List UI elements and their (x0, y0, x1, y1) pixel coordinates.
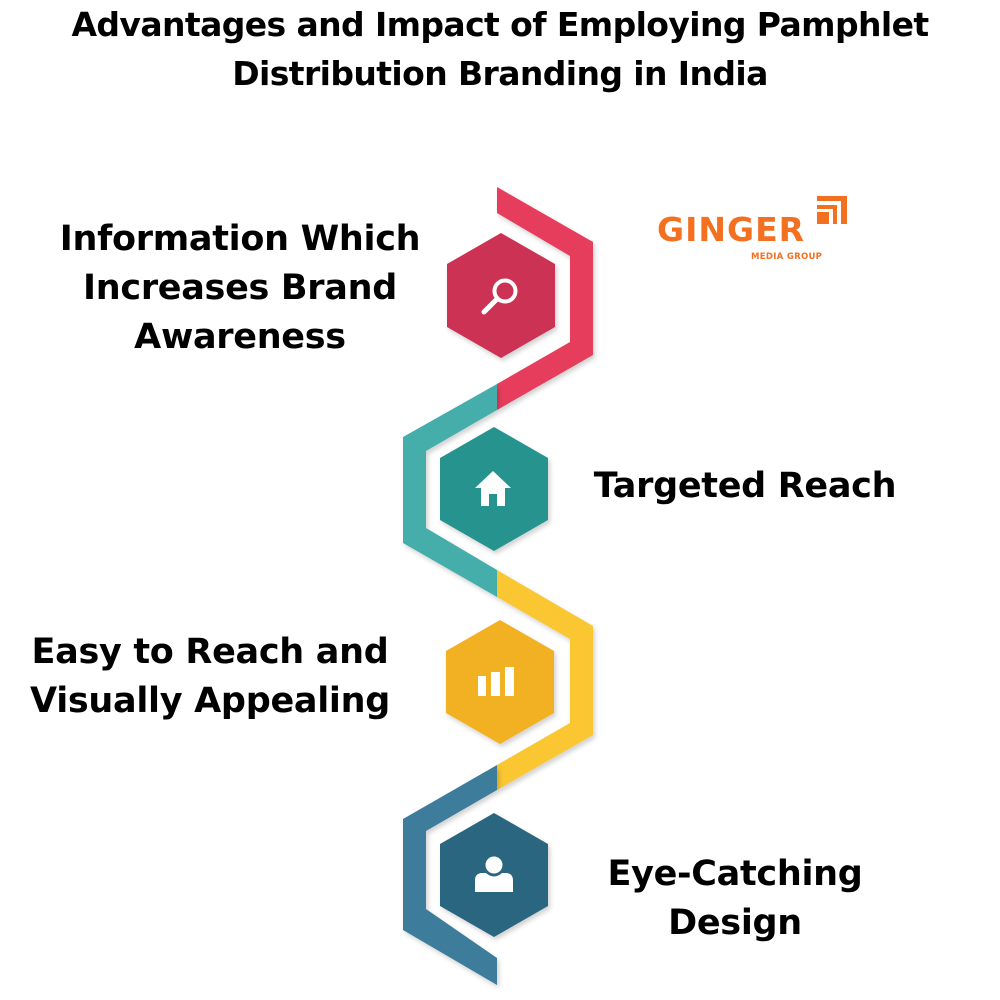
band-segment-1 (497, 187, 593, 410)
logo-wordmark: GINGER (657, 210, 806, 249)
ginger-media-group-logo: GINGER MEDIA GROUP (655, 192, 855, 272)
step-2-line-1: Targeted Reach (593, 466, 897, 506)
band-segment-3 (497, 570, 593, 790)
logo-subtitle: MEDIA GROUP (751, 252, 823, 262)
step-1-line-3: Awareness (134, 317, 346, 357)
step-4-line-1: Eye-Catching (607, 854, 863, 894)
step-1-line-1: Information Which (59, 219, 421, 259)
step-1-line-2: Increases Brand (83, 268, 397, 308)
step-4-label: Eye-Catching Design (590, 850, 880, 948)
hexagon-step-4 (440, 813, 548, 937)
step-4-line-2: Design (668, 903, 802, 943)
bar-chart-icon (478, 667, 514, 696)
band-segment-4 (403, 765, 497, 985)
step-1-label: Information Which Increases Brand Awaren… (30, 215, 450, 362)
search-icon (481, 278, 518, 315)
logo-mark-icon (817, 196, 847, 224)
step-2-label: Targeted Reach (575, 462, 915, 511)
home-icon (475, 471, 511, 506)
step-3-line-2: Visually Appealing (30, 681, 390, 721)
title-line-1: Advantages and Impact of Employing Pamph… (71, 5, 929, 44)
hexagon-step-1 (447, 233, 555, 358)
step-3-label: Easy to Reach and Visually Appealing (5, 628, 415, 726)
user-icon (475, 856, 513, 892)
band-segment-2 (403, 384, 497, 597)
page-title: Advantages and Impact of Employing Pamph… (0, 0, 1000, 98)
step-3-line-1: Easy to Reach and (31, 632, 389, 672)
title-line-2: Distribution Branding in India (232, 54, 768, 93)
